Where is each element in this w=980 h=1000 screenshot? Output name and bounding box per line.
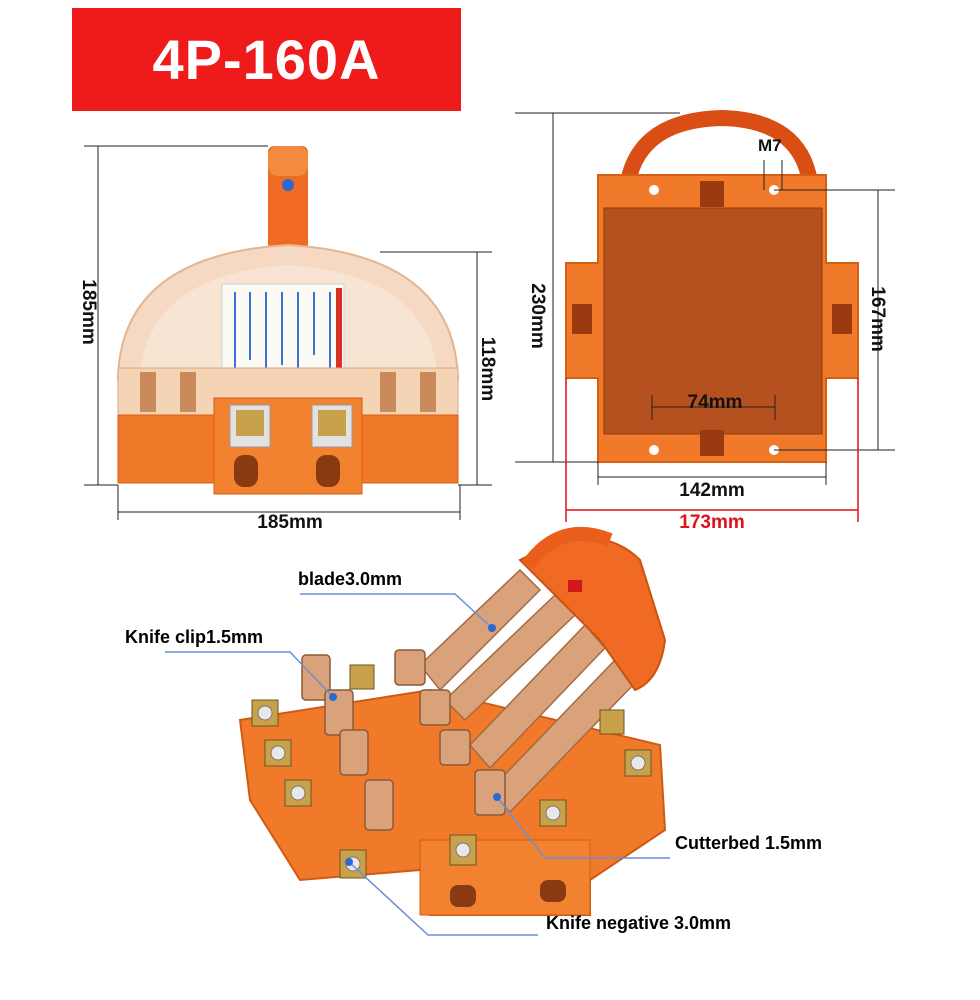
knife-negative-callout: Knife negative 3.0mm <box>546 913 732 933</box>
hole-spacing-label: 74mm <box>687 392 743 413</box>
callout-lines <box>165 593 670 936</box>
back-height-label: 230mm <box>527 283 548 349</box>
blade-callout: blade3.0mm <box>298 569 403 589</box>
cutterbed-callout: Cutterbed 1.5mm <box>675 833 823 853</box>
front-view-switch <box>116 146 460 495</box>
total-width-label: 173mm <box>679 512 745 533</box>
front-width-label: 185mm <box>257 512 323 533</box>
title-text: 4P-160A <box>152 28 381 91</box>
total-width-line <box>565 378 859 522</box>
front-body-height-label: 118mm <box>477 336 498 402</box>
knife-clip-callout: Knife clip1.5mm <box>125 627 264 647</box>
front-dimension-lines <box>84 145 492 520</box>
mount-width-label: 142mm <box>679 480 745 501</box>
back-inner-height-label: 167mm <box>867 286 888 352</box>
title-banner: 4P-160A <box>72 8 461 111</box>
back-dimension-lines <box>515 112 895 485</box>
bolt-size-label: M7 <box>758 136 782 155</box>
callout-dots <box>329 624 501 866</box>
back-view-switch <box>565 109 859 463</box>
front-height-label: 185mm <box>78 279 99 345</box>
